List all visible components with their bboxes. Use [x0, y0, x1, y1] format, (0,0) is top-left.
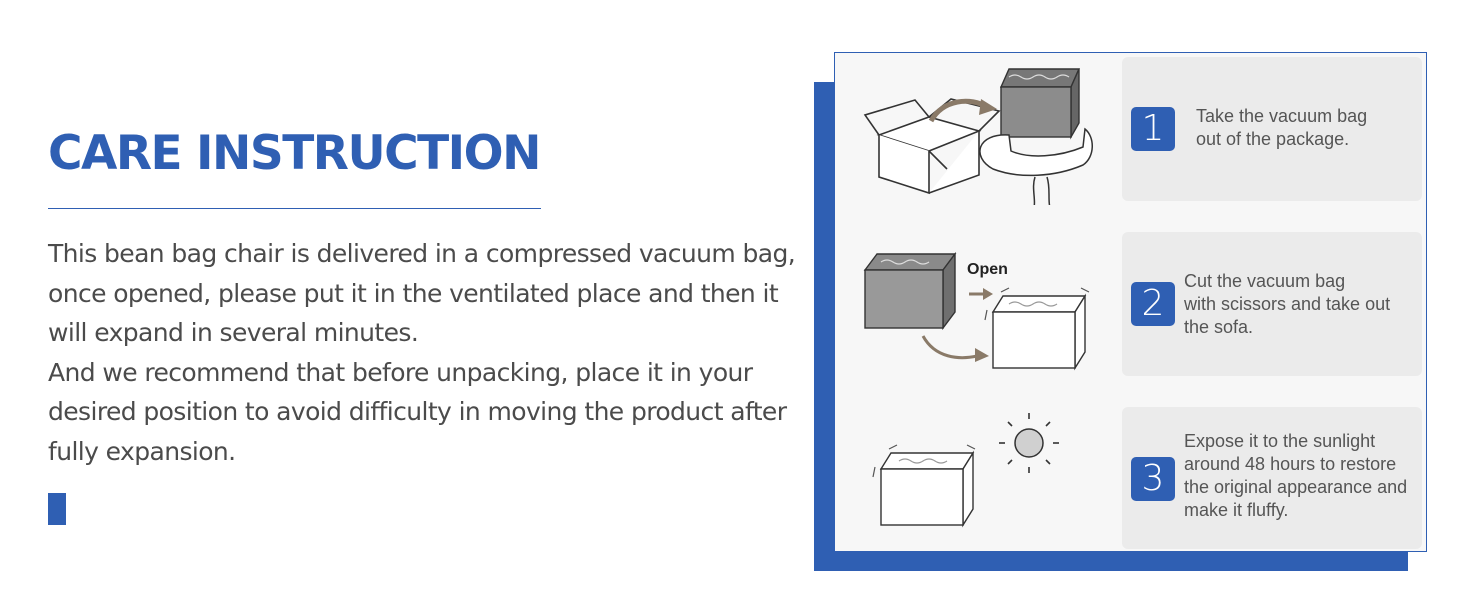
sunlight-illustration: [872, 413, 1059, 528]
step-1-card: 1 Take the vacuum bag out of the package…: [1122, 57, 1422, 201]
step-2-text: Cut the vacuum bag with scissors and tak…: [1184, 271, 1391, 337]
open-expand-illustration: Open: [863, 251, 1090, 371]
care-description: This bean bag chair is delivered in a co…: [48, 234, 808, 471]
step-3-number: 3: [1131, 457, 1175, 501]
step-3-text: Expose it to the sunlight around 48 hour…: [1184, 431, 1408, 520]
step-2-card: 2 Cut the vacuum bag with scissors and t…: [1122, 232, 1422, 376]
step-3-card: 3 Expose it to the sunlight around 48 ho…: [1122, 407, 1422, 549]
compressed-box-icon: [863, 251, 957, 331]
expanded-box-icon: [872, 444, 976, 528]
open-label: Open: [967, 261, 1008, 278]
step-1-text: Take the vacuum bag out of the package.: [1196, 106, 1368, 149]
step-1-number: 1: [1131, 107, 1175, 151]
title-underline: [48, 208, 541, 209]
description-paragraph-2: And we recommend that before unpacking, …: [48, 357, 787, 466]
compressed-bag-icon: [999, 68, 1081, 140]
accent-block: [48, 493, 66, 525]
care-instruction-title: CARE INSTRUCTION: [48, 126, 541, 181]
sun-icon: [999, 413, 1059, 473]
step-2-number: 2: [1131, 282, 1175, 326]
description-paragraph-1: This bean bag chair is delivered in a co…: [48, 239, 796, 347]
unbox-illustration: [863, 68, 1093, 205]
expanded-box-icon: [984, 287, 1090, 371]
instruction-panel: 1 Take the vacuum bag out of the package…: [834, 52, 1427, 552]
